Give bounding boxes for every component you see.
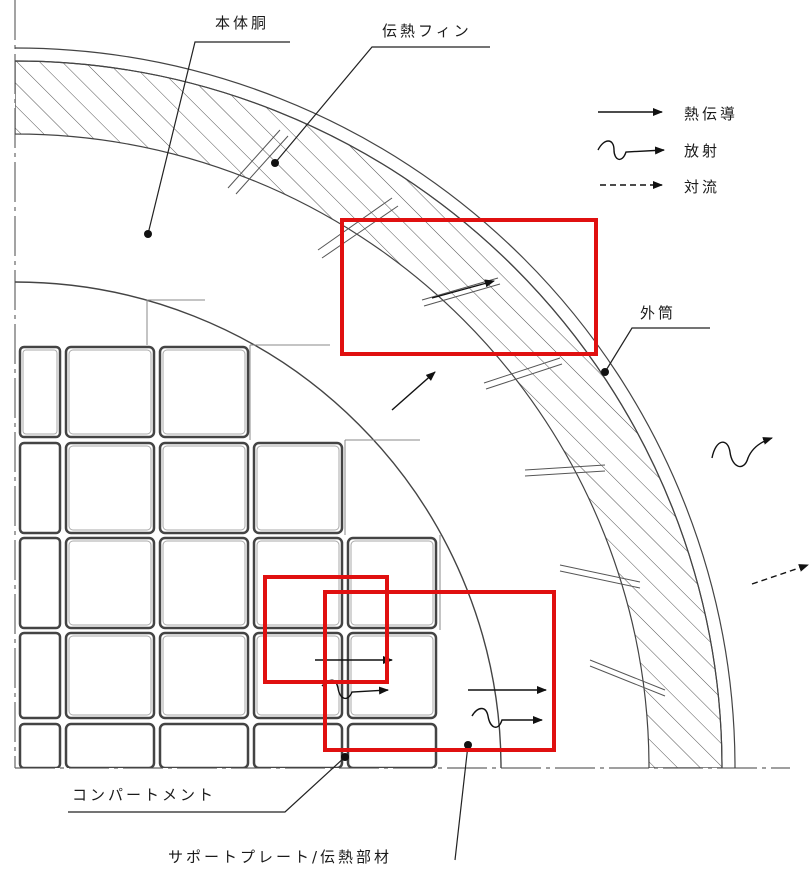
inner-cavity-ring xyxy=(15,281,502,768)
outer-shell-leader xyxy=(604,327,710,373)
outer-shell-inner-ring xyxy=(15,60,723,768)
highlight-box-fin xyxy=(340,218,598,356)
body-shell-pointer-dot xyxy=(144,230,152,238)
convection-arrow-outside xyxy=(751,564,809,585)
outer-shell-pointer-dot xyxy=(601,368,609,376)
highlight-box-support-plate xyxy=(323,590,556,752)
heat-fin-leader xyxy=(274,46,490,164)
radiation-arrow-outside xyxy=(711,437,773,468)
outer-shell-ring xyxy=(15,47,736,768)
compartment-grid-inner xyxy=(22,349,434,716)
label-outer-shell: 外筒 xyxy=(640,304,676,322)
label-body-shell: 本体胴 xyxy=(215,14,269,32)
conduction-arrow-in-fin xyxy=(431,279,495,299)
support-plate-pointer-dot xyxy=(464,741,472,749)
legend: 熱伝導 放射 対流 xyxy=(597,105,738,196)
compartment-grid xyxy=(18,345,438,768)
legend-label-conduction: 熱伝導 xyxy=(684,105,738,123)
label-support-plate: サポートプレート/伝熱部材 xyxy=(168,848,392,866)
compartment-leader xyxy=(68,756,346,813)
label-compartment: コンパートメント xyxy=(72,786,216,804)
legend-label-convection: 対流 xyxy=(684,178,720,196)
radiation-arrow-support-plate xyxy=(471,707,543,728)
label-heat-fin: 伝熱フィン xyxy=(382,22,472,40)
conduction-arrow-cavity xyxy=(391,371,436,411)
fin-spokes xyxy=(227,129,666,697)
heat-fin-band xyxy=(15,60,723,768)
support-plate-leader xyxy=(454,744,469,861)
wavy-arrow-icon xyxy=(597,140,665,160)
body-shell-leader xyxy=(147,41,290,235)
legend-label-radiation: 放射 xyxy=(684,142,720,160)
heat-fin-pointer-dot xyxy=(271,159,279,167)
support-plate-outline xyxy=(146,299,441,630)
compartment-pointer-dot xyxy=(341,753,349,761)
